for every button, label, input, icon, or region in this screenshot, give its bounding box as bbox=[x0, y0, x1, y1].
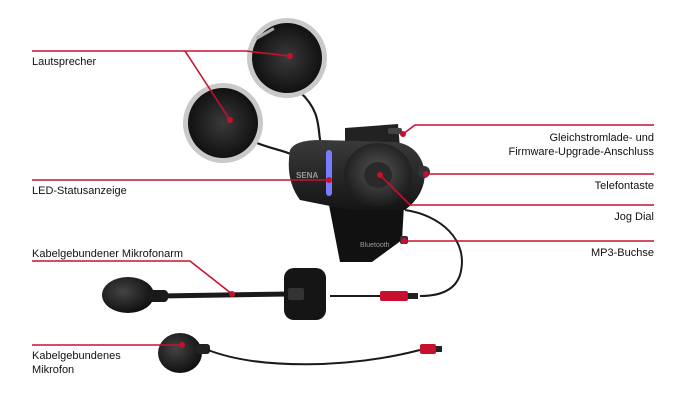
brand-logo: SENA bbox=[296, 171, 318, 180]
label-dc-port: Gleichstromlade- und Firmware-Upgrade-An… bbox=[509, 131, 655, 159]
label-led-status: LED-Statusanzeige bbox=[32, 185, 127, 197]
label-boom-mic: Kabelgebundener Mikrofonarm bbox=[32, 248, 184, 260]
wired-microphone bbox=[158, 333, 442, 373]
label-mp3-jack: MP3-Buchse bbox=[591, 247, 654, 259]
label-wired-mic: Kabelgebundenes Mikrofon bbox=[32, 349, 121, 377]
label-wired-mic-line2: Mikrofon bbox=[32, 364, 75, 376]
dc-port bbox=[388, 128, 402, 134]
label-jog-dial: Jog Dial bbox=[614, 211, 654, 223]
led-status-indicator bbox=[326, 150, 332, 196]
cable-connector bbox=[380, 291, 418, 301]
boom-microphone bbox=[102, 268, 326, 320]
label-dc-port-line1: Gleichstromlade- und bbox=[549, 132, 654, 144]
label-dc-port-line2: Firmware-Upgrade-Anschluss bbox=[508, 146, 655, 158]
unit-cables bbox=[330, 209, 463, 297]
bluetooth-text: Bluetooth bbox=[360, 242, 390, 249]
speaker-upper bbox=[247, 18, 327, 98]
label-phone-button: Telefontaste bbox=[594, 180, 654, 192]
label-wired-mic-line1: Kabelgebundenes bbox=[32, 350, 121, 362]
speaker-lower bbox=[183, 83, 263, 163]
leader-lines bbox=[32, 50, 654, 346]
leader-dots bbox=[179, 53, 429, 348]
label-speaker: Lautsprecher bbox=[32, 56, 97, 68]
